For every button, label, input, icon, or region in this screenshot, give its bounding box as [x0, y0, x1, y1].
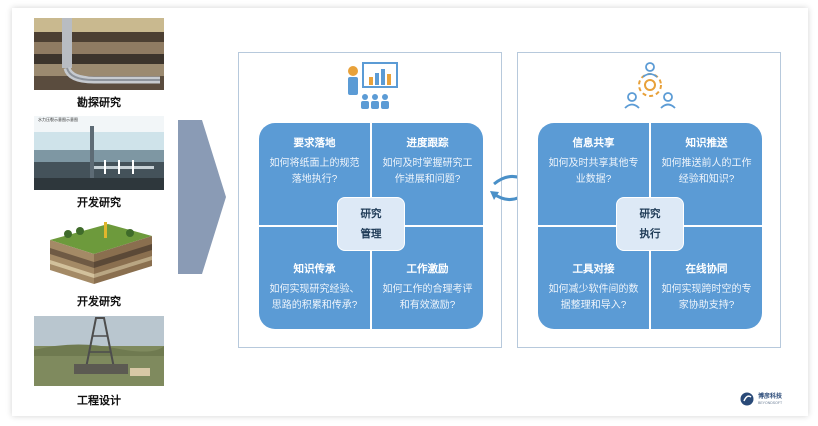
center-label-execution: 研究 执行 [616, 197, 684, 251]
thumbnail-title: 水力压裂示意图示意图 [38, 117, 78, 122]
development-thumbnail-1 [34, 116, 164, 190]
research-management-panel: 要求落地 如何将纸面上的规范落地执行? 进度跟踪 如何及时掌握研究工作进展和问题… [238, 52, 502, 348]
presentation-icon [348, 62, 398, 109]
caption-development-2: 开发研究 [77, 296, 121, 308]
flow-arrow-icon [178, 120, 226, 274]
exploration-thumbnail [34, 18, 164, 90]
center-label-management: 研究 管理 [337, 197, 405, 251]
development-thumbnail-2 [34, 214, 164, 290]
caption-development-1: 开发研究 [77, 197, 121, 209]
engineering-thumbnail [34, 316, 164, 386]
logo-mark-icon [740, 392, 754, 406]
caption-engineering: 工程设计 [77, 395, 121, 407]
management-quadrant-grid: 要求落地 如何将纸面上的规范落地执行? 进度跟踪 如何及时掌握研究工作进展和问题… [259, 123, 483, 329]
quadrant-knowledge-push: 知识推送 如何推送前人的工作经验和知识? [651, 123, 762, 225]
research-execution-panel: 信息共享 如何及时共享其他专业数据? 知识推送 如何推送前人的工作经验和知识? … [517, 52, 781, 348]
company-logo: 博彦科技 BEYONDSOFT [740, 392, 782, 406]
team-gear-icon [624, 62, 676, 109]
caption-exploration: 勘探研究 [77, 97, 121, 109]
